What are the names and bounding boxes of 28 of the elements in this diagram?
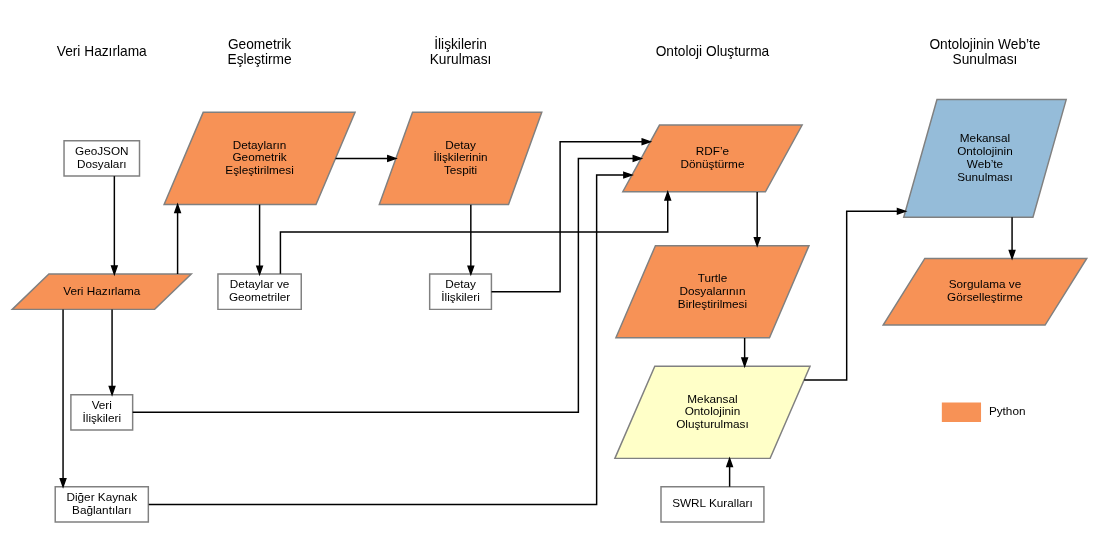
node-box: Veri İlişkileri [70,393,134,431]
arrow [110,175,119,277]
arrow [467,203,475,277]
label: Veri Hazırlama [56,44,147,60]
label: Ontolojinin Web’te Sunulması [929,36,1041,67]
arrow [1008,216,1016,261]
node-box: Detaylar ve Geometriler [217,273,302,311]
label: Ontoloji Oluşturma [655,44,770,60]
node-box: Diğer Kaynak Bağlantıları [54,486,150,523]
arrow [255,203,264,277]
arrow [740,337,749,369]
node-box: Detay İlişkileri [428,273,493,311]
arrow [490,137,653,293]
arrow [334,154,398,163]
arrow [279,189,672,275]
arrow [108,308,116,397]
legend-label: Python [988,404,1026,418]
arrow [753,191,761,248]
arrow [59,308,67,489]
arrow [803,207,908,381]
arrow [148,171,634,506]
label: İlişkilerin Kurulması [429,36,492,67]
label: Geometrik Eşleştirme [227,36,292,67]
node-box: SWRL Kuralları [660,486,765,523]
arrow [725,456,734,488]
arrow [173,202,182,275]
node-box: GeoJSON Dosyaları [63,140,141,177]
arrow [131,154,644,414]
